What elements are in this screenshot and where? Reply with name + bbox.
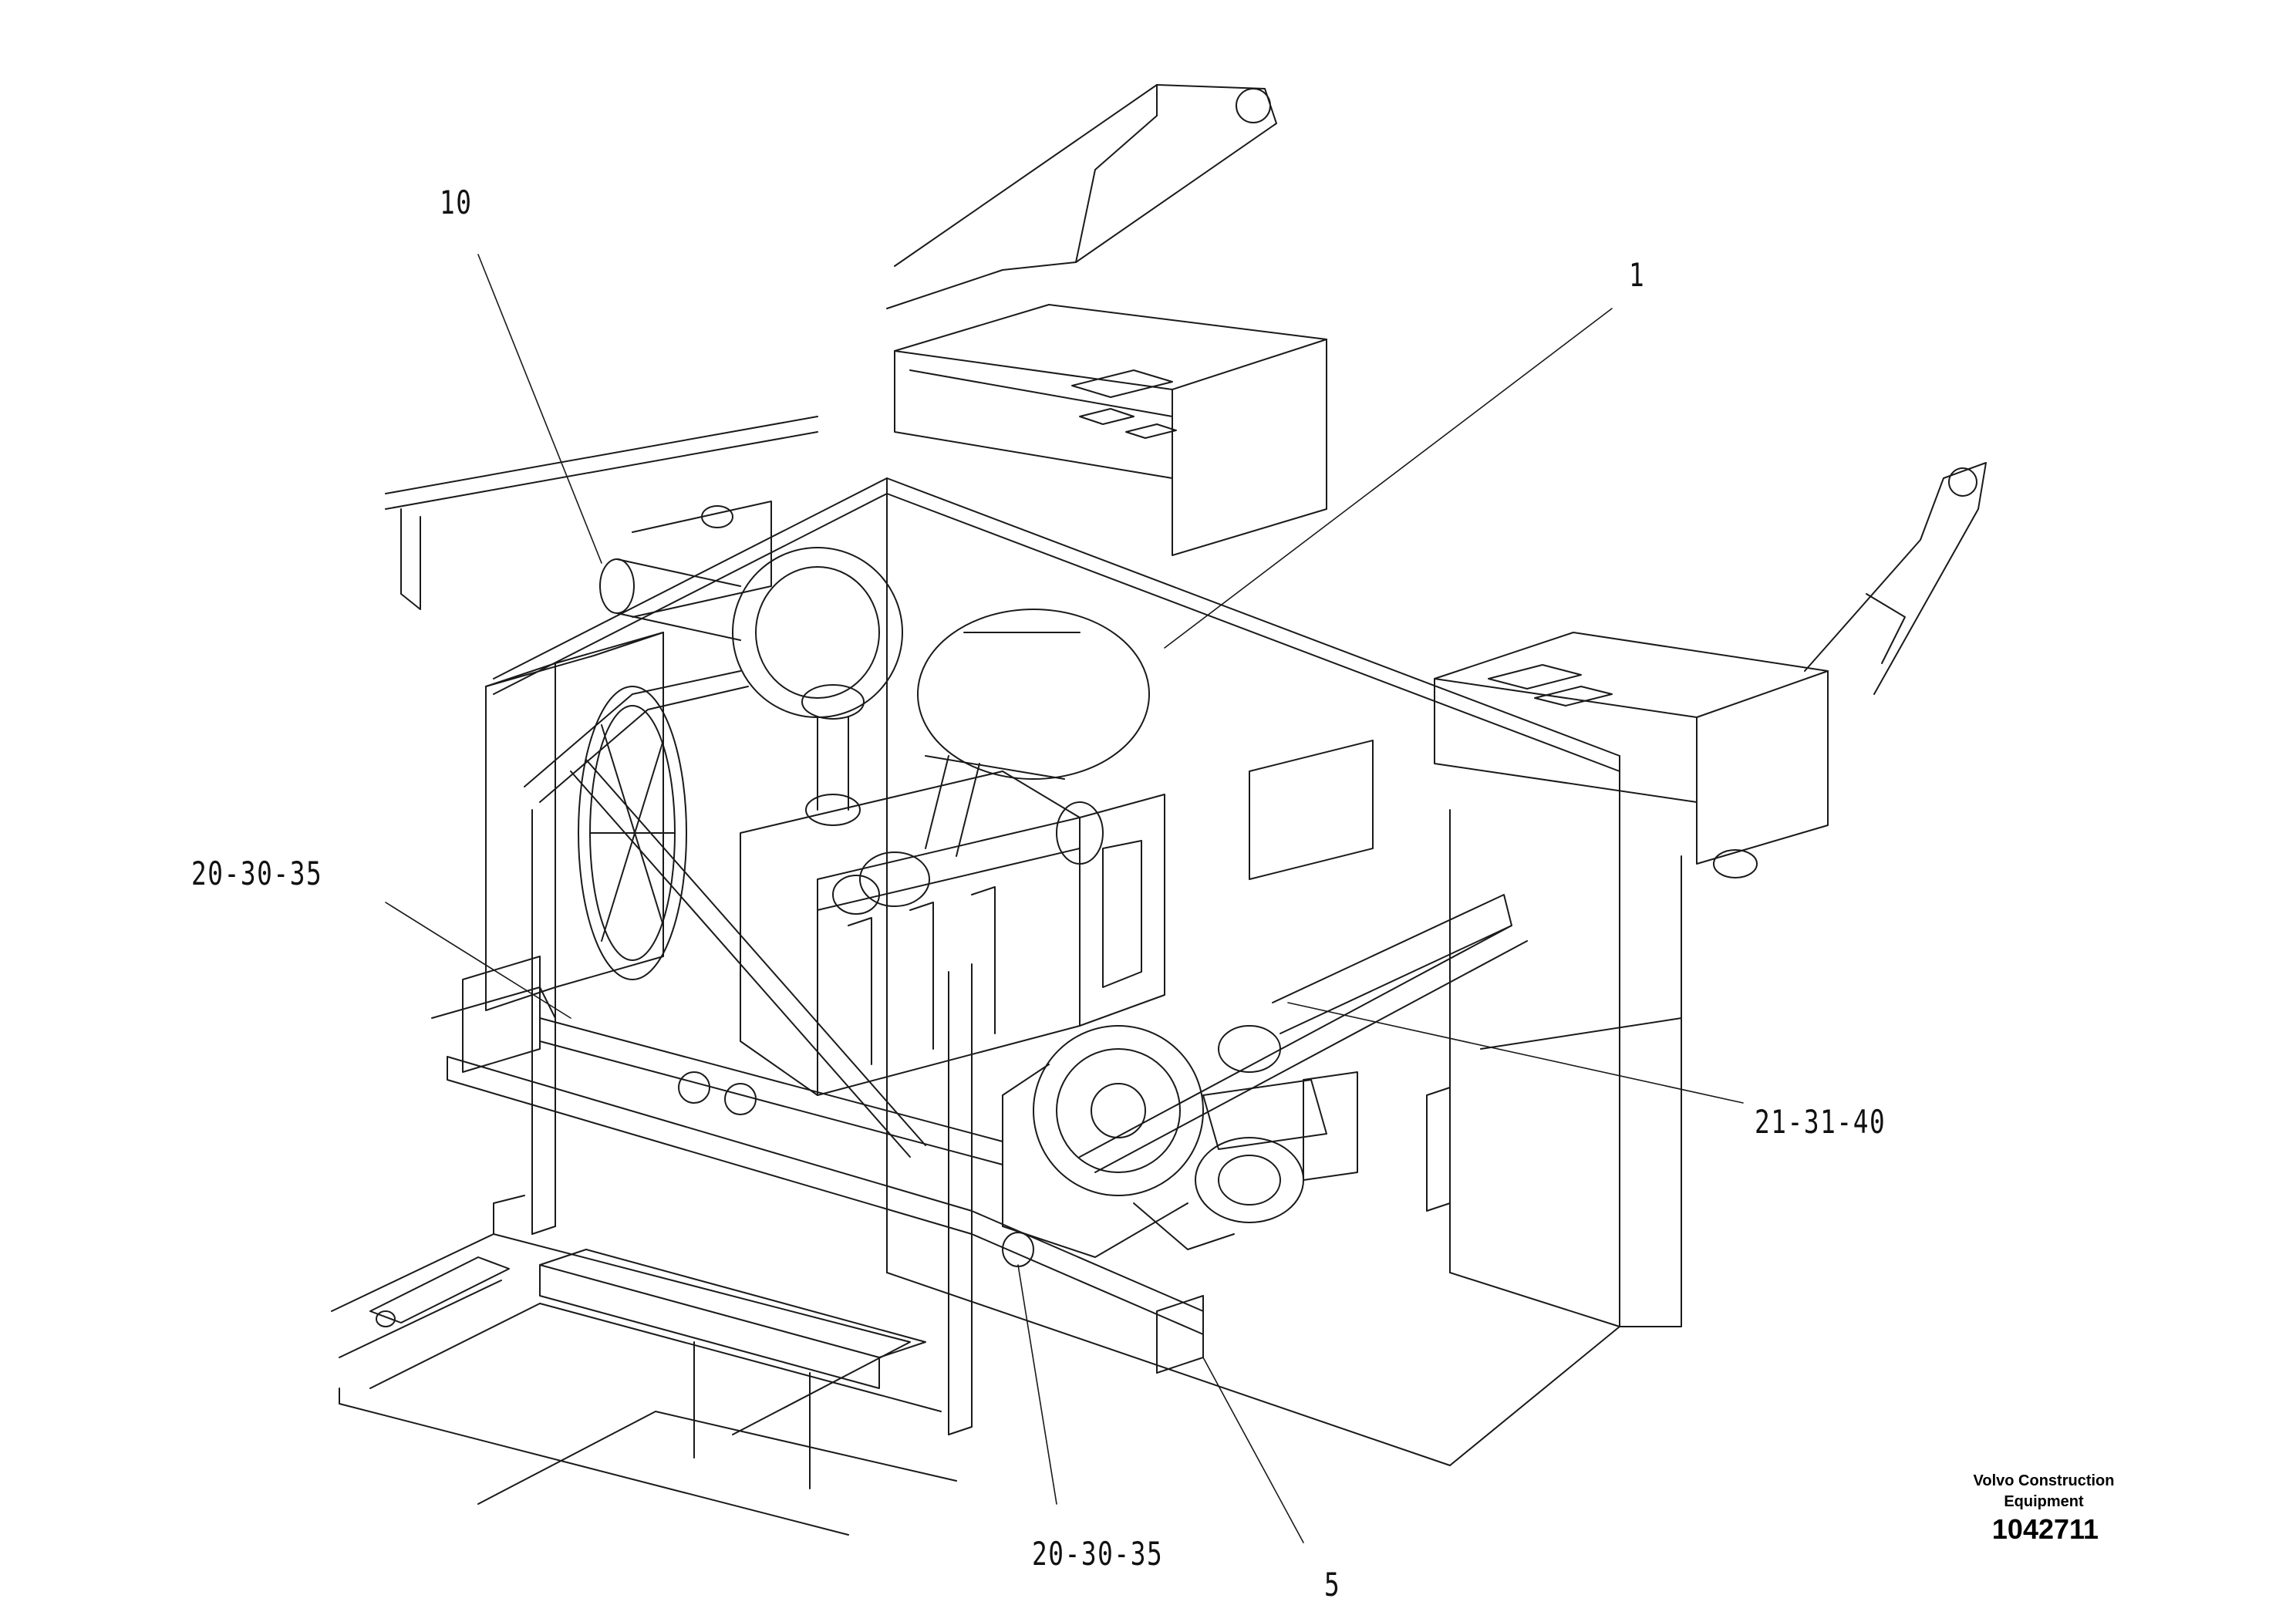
left-frame-rail [385,416,818,610]
callout-1: 1 [1629,256,1646,294]
publisher-line-1: Volvo Construction [1973,1472,2115,1489]
radiator [462,632,687,1073]
callout-21-31-40: 21-31-40 [1755,1103,1886,1141]
leader-5 [1202,1357,1304,1543]
leader-1 [1164,308,1613,649]
hoses [524,670,926,1158]
rear-lifting-arm [886,84,1277,309]
engine-mounts [431,801,1204,1435]
leader-10 [477,254,602,564]
leader-20-30-35-upper [385,902,571,1019]
publisher-line-2: Equipment [2004,1493,2084,1510]
callout-20-30-35-upper: 20-30-35 [191,855,323,892]
leader-lines [385,254,1744,1543]
main-frame [493,477,1682,1466]
callout-10: 10 [440,184,473,221]
publisher-label: Volvo Construction Equipment [1928,1471,2159,1512]
callout-5: 5 [1324,1566,1341,1603]
engine-block [740,771,1165,1096]
drawing-number: 1042711 [1991,1513,2099,1545]
leader-21-31-40 [1287,1002,1744,1104]
callout-20-30-35-lower: 20-30-35 [1032,1535,1164,1573]
flywheel-housing [1002,1025,1327,1258]
air-filter [599,501,1150,865]
front-lifting-arm [1804,462,1987,695]
leader-20-30-35-lower [1017,1264,1057,1505]
rear-box-housing [894,304,1327,556]
front-box-housing [1434,632,1829,878]
lower-ground-frame [331,1195,957,1536]
